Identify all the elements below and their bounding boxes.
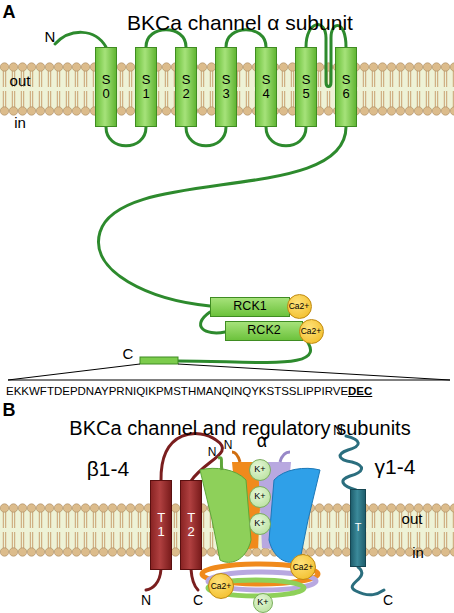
node-text: S 0: [102, 73, 111, 100]
text-label: C: [193, 593, 203, 607]
node-text: Ca2+: [289, 302, 310, 311]
text-label: β1-4: [87, 458, 129, 479]
text-label: N: [45, 29, 56, 44]
potassium-ion: K+: [249, 486, 271, 508]
node-text: K+: [254, 465, 265, 474]
beta-helix-box: T 1: [150, 480, 172, 570]
text-label: N: [208, 446, 217, 458]
node-text: RCK2: [247, 324, 280, 337]
helix-box: S 4: [255, 47, 277, 127]
sequence-text: DEC: [348, 386, 372, 398]
alpha-chain: [55, 25, 346, 364]
text-label: C: [123, 346, 134, 361]
calcium-ion: Ca2+: [299, 319, 324, 344]
node-text: Ca2+: [211, 582, 232, 591]
node-text: K+: [254, 492, 265, 501]
node-text: S 3: [222, 73, 231, 100]
node-text: S 4: [262, 73, 271, 100]
text-label: B: [3, 401, 16, 419]
rck-domain: RCK2: [225, 321, 303, 341]
text-label: out: [402, 511, 423, 526]
node-text: RCK1: [233, 300, 266, 313]
node-text: S 6: [342, 73, 351, 100]
node-text: T 2: [187, 511, 195, 538]
sequence-text: EKKWFTDEPDNAYPRNIQIKPMSTHMANQINQYKSTSSLI…: [6, 386, 348, 398]
helix-box: S 6: [335, 47, 357, 127]
potassium-ion: K+: [249, 459, 271, 481]
text-label: BKCa channel and regulatory subunits: [69, 418, 410, 438]
calcium-ion: Ca2+: [208, 573, 234, 599]
rck-domain: RCK1: [210, 297, 290, 317]
helix-box: S 0: [95, 47, 117, 127]
node-text: S 5: [302, 73, 311, 100]
node-text: K+: [257, 598, 268, 607]
helix-box: S 3: [215, 47, 237, 127]
text-label: out: [10, 73, 31, 88]
node-text: Ca2+: [301, 327, 322, 336]
helix-box: S 1: [135, 47, 157, 127]
text-label: BKCa channel α subunit: [127, 12, 353, 33]
beta-helix-box: T 2: [180, 480, 202, 570]
sequence-bracket: [8, 364, 450, 380]
node-text: Ca2+: [293, 563, 314, 572]
potassium-ion: K+: [253, 593, 273, 613]
text-label: A: [3, 3, 16, 21]
text-label: N: [224, 439, 233, 451]
text-label: N: [333, 423, 343, 437]
helix-box: S 2: [175, 47, 197, 127]
calcium-ion: Ca2+: [287, 294, 312, 319]
calcium-ion: Ca2+: [290, 554, 316, 580]
text-label: N: [141, 593, 151, 607]
text-label: γ1-4: [375, 456, 416, 477]
node-text: K+: [254, 519, 265, 528]
text-label: in: [14, 115, 26, 130]
text-label: in: [412, 545, 424, 560]
node-text: T: [355, 522, 362, 534]
node-text: S 1: [142, 73, 151, 100]
text-label: C: [383, 593, 393, 607]
node-text: T 1: [157, 511, 165, 538]
helix-box: S 5: [295, 47, 317, 127]
node-text: S 2: [182, 73, 191, 100]
gamma-helix-box: T: [350, 489, 366, 567]
text-label: α: [257, 432, 267, 450]
potassium-ion: K+: [249, 513, 271, 535]
